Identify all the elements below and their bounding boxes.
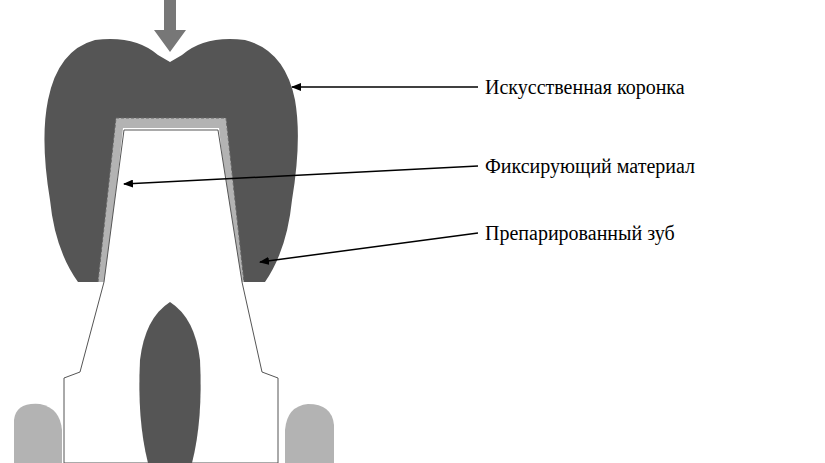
prepared-tooth: [64, 130, 278, 463]
part-label: Искусственная коронка: [485, 75, 685, 99]
tooth-outline: [98, 118, 244, 282]
gingiva: [285, 404, 334, 463]
gingiva: [14, 404, 62, 463]
part-label: Фиксирующий материал: [485, 154, 695, 178]
part-label: Препарированный зуб: [485, 221, 675, 245]
leader-line: [292, 86, 478, 88]
leader-line: [124, 166, 478, 184]
pulp: [139, 302, 200, 463]
load-arrow: [154, 0, 186, 52]
leader-line: [260, 233, 478, 262]
